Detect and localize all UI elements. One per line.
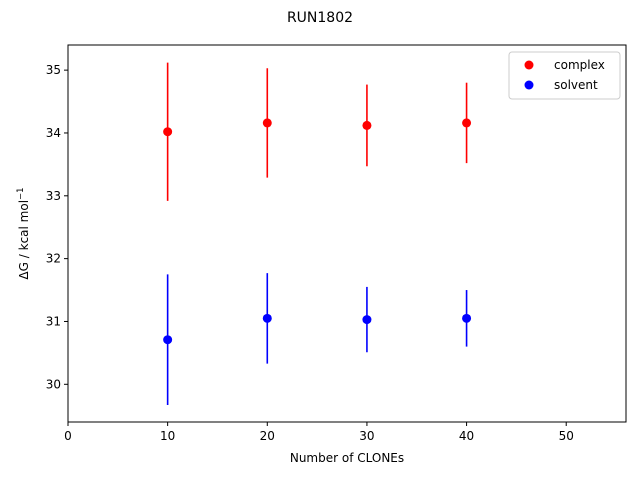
x-axis-ticks: 0 10 20 30 40 50 [64, 422, 574, 443]
x-tick-label: 20 [260, 429, 275, 443]
chart-title: RUN1802 [287, 10, 353, 26]
series-solvent [163, 273, 472, 406]
y-tick-label: 33 [46, 189, 61, 203]
legend: complex solvent [508, 51, 621, 100]
y-axis-label: ΔG / kcal mol−1 [16, 187, 31, 279]
data-point [262, 118, 272, 128]
data-point [362, 315, 372, 325]
legend-label: complex [554, 58, 605, 72]
y-tick-label: 31 [46, 314, 61, 328]
data-point [462, 118, 472, 128]
data-marks [163, 62, 472, 406]
y-axis-label-superscript: −1 [16, 187, 26, 200]
y-axis-label-main: ΔG / kcal mol [17, 200, 31, 280]
x-axis-label: Number of CLONEs [290, 451, 404, 465]
data-point [163, 335, 173, 345]
series-complex [163, 62, 472, 201]
data-point [163, 127, 173, 137]
legend-label: solvent [554, 78, 598, 92]
y-tick-label: 35 [46, 63, 61, 77]
legend-marker [524, 60, 534, 70]
data-point [362, 120, 372, 130]
y-tick-label: 34 [46, 126, 61, 140]
legend-marker [524, 80, 534, 90]
y-axis-ticks: 30 31 32 33 34 35 [46, 63, 68, 391]
y-tick-label: 32 [46, 252, 61, 266]
y-tick-label: 30 [46, 377, 61, 391]
data-point [462, 313, 472, 323]
x-tick-label: 30 [359, 429, 374, 443]
data-point [262, 313, 272, 323]
x-tick-label: 40 [459, 429, 474, 443]
x-tick-label: 0 [64, 429, 72, 443]
x-tick-label: 50 [559, 429, 574, 443]
legend-box [508, 51, 621, 100]
x-tick-label: 10 [160, 429, 175, 443]
axes-frame [67, 44, 627, 423]
